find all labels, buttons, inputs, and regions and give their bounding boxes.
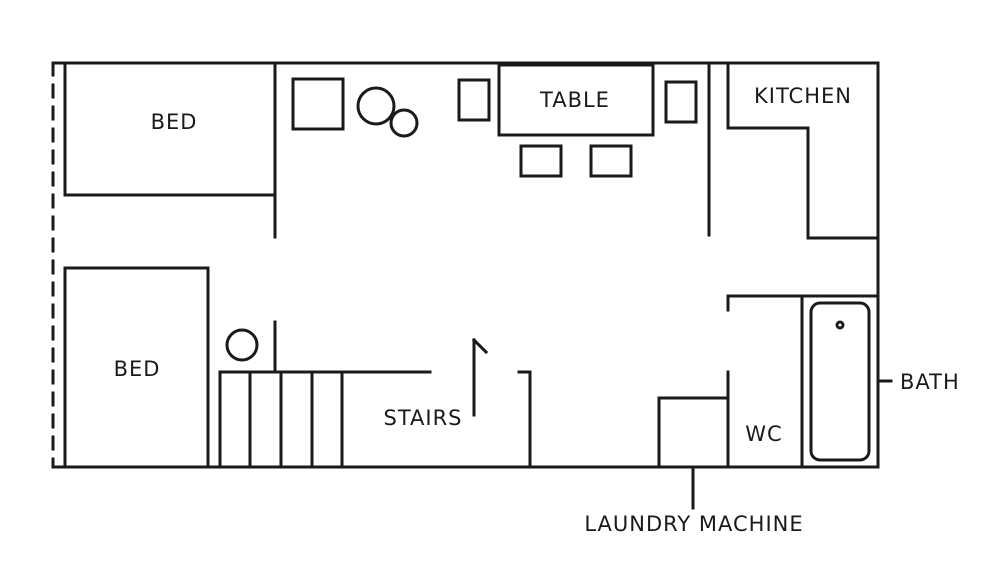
dining-table [497,63,655,137]
bathtub [809,301,871,462]
label-table: TABLE [539,88,610,112]
bed-bottom [63,266,210,469]
living-furniture [291,77,419,138]
round-table-large [356,86,396,126]
chair-left [457,78,491,122]
armchair-square [291,77,345,131]
dining-set [457,63,698,178]
label-wc: WC [745,422,782,446]
label-bed-top: BED [151,110,198,134]
bathroom [726,294,880,469]
stairs [218,320,532,469]
label-laundry: LAUNDRY MACHINE [584,512,803,536]
side-table-circle [225,328,259,362]
chair-right [664,80,698,124]
label-stairs: STAIRS [383,406,462,430]
laundry-machine [657,396,729,510]
label-bath: BATH [900,370,960,394]
round-table-small [389,108,419,138]
chair-bottom-left [519,144,563,178]
outer-walls [51,61,880,469]
bed-top [63,61,277,239]
bathtub-drain [835,320,845,330]
label-bed-bottom: BED [114,357,161,381]
chair-bottom-right [589,144,633,178]
kitchen-walls [707,61,880,240]
label-kitchen: KITCHEN [754,84,852,108]
